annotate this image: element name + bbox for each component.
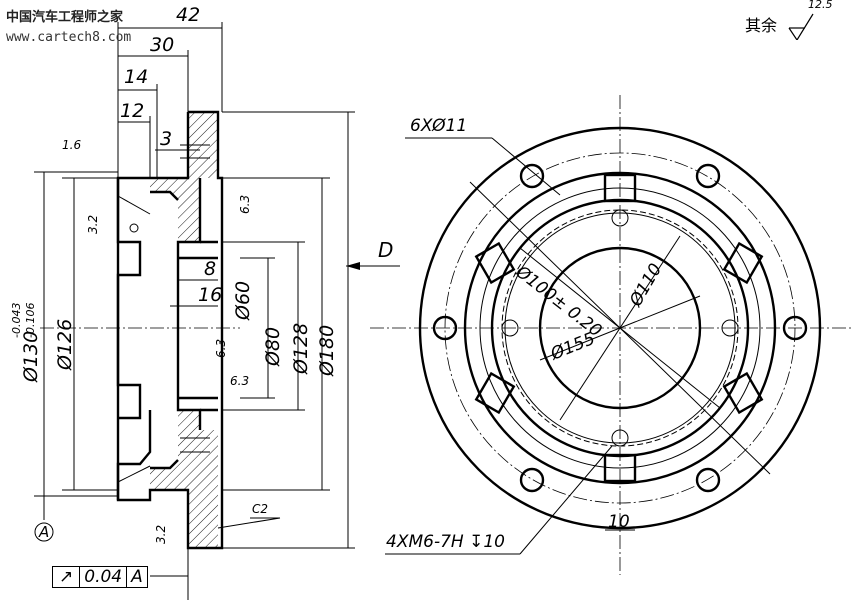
tolerance-frame: ↗ 0.04 A (52, 566, 148, 588)
threads-depth: ↧10 (469, 532, 505, 552)
dim-phi180: Ø180 (316, 324, 338, 376)
dim-phi126: Ø126 (54, 318, 76, 370)
tolerance-datum: A (131, 567, 143, 587)
dim-12: 12 (120, 100, 145, 122)
dim-30: 30 (150, 34, 175, 56)
roughness-6-3-b: 6.3 (214, 338, 228, 358)
dim-tol-upper: -0.043 (10, 302, 23, 338)
roughness-1-6: 1.6 (62, 138, 82, 152)
runout-symbol-icon: ↗ (53, 567, 81, 587)
dim-tol-lower: -0.106 (24, 302, 37, 338)
roughness-rest-value: 12.5 (808, 0, 833, 11)
dim-phi80: Ø80 (262, 326, 284, 366)
watermark-url: www.cartech8.com (6, 30, 132, 45)
dim-phi60: Ø60 (232, 280, 254, 320)
front-view (370, 95, 853, 575)
roughness-3-2-bottom: 3.2 (154, 524, 168, 544)
dim-3: 3 (160, 128, 173, 150)
tolerance-value: 0.04 (80, 567, 128, 587)
holes-label: 6XØ11 (410, 116, 468, 136)
roughness-6-3-c: 6.3 (230, 374, 250, 388)
datum-label: A (39, 523, 50, 541)
view-d-label: D (378, 238, 394, 262)
threads-label: 4XM6-7H ↧10 (386, 532, 505, 552)
threads-spec: 4XM6-7H (386, 532, 464, 552)
dim-16: 16 (198, 284, 223, 306)
dim-8: 8 (204, 258, 217, 280)
watermark-title: 中国汽车工程师之家 (6, 10, 124, 25)
chamfer-label: C2 (252, 502, 269, 516)
dim-phi130: Ø130 (20, 330, 42, 382)
roughness-rest-label: 其余 (745, 16, 778, 35)
section-dimensions (34, 22, 400, 600)
dim-14: 14 (124, 66, 149, 88)
dim-42: 42 (176, 4, 201, 26)
roughness-6-3-a: 6.3 (238, 194, 252, 214)
roughness-3-2-top: 3.2 (86, 214, 100, 234)
dim-phi128: Ø128 (290, 322, 312, 374)
slot-width-label: 10 (608, 512, 630, 532)
section-view (40, 110, 240, 550)
roughness-symbol-icon (788, 13, 814, 40)
